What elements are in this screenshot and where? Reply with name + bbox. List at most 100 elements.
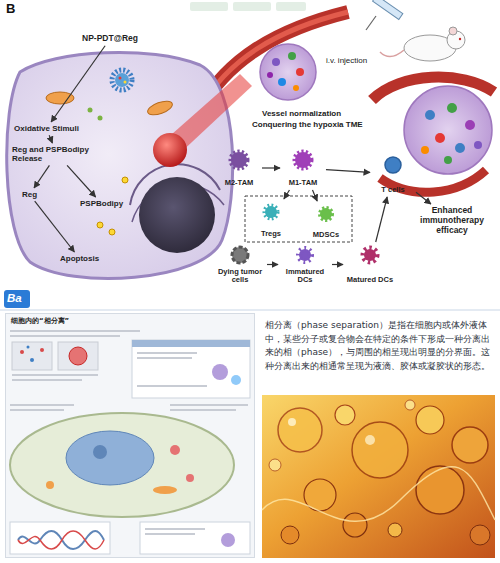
node-text: Matured DCs xyxy=(347,276,393,285)
cell-dot xyxy=(455,143,465,153)
drug-label: Reg xyxy=(22,190,37,199)
text-line xyxy=(12,379,82,381)
arrow-connector xyxy=(35,201,75,252)
droplet-box xyxy=(58,342,98,370)
condensate xyxy=(69,347,87,365)
immature-dc-icon xyxy=(299,249,311,261)
syringe xyxy=(366,0,403,30)
reg-dot xyxy=(88,108,93,113)
text-line xyxy=(170,409,236,411)
organelle xyxy=(153,486,177,494)
m2-tam-icon xyxy=(231,152,247,168)
text-line xyxy=(137,352,197,354)
process-label: Oxidative Stimuli xyxy=(14,124,79,133)
bubble xyxy=(416,406,444,434)
mature-dc-icon xyxy=(364,249,376,261)
node-text: M2-TAM xyxy=(225,179,254,188)
node-text: Tregs xyxy=(261,230,281,239)
arrow-connector xyxy=(312,190,317,201)
node-text: MDSCs xyxy=(313,231,339,240)
outcome-label: Apoptosis xyxy=(60,254,99,263)
process-label: Reg and PSPBodipy Release xyxy=(12,145,102,163)
infographic-panel: 细胞内的“相分离” xyxy=(5,313,255,558)
info-box xyxy=(140,522,250,554)
connectors xyxy=(34,46,431,265)
mouse-eye xyxy=(459,38,461,40)
syringe-barrel xyxy=(373,0,403,19)
cell-node: Matured DCs xyxy=(345,244,395,285)
arrow-connector xyxy=(67,165,96,197)
text-line xyxy=(145,528,205,530)
cell-dot xyxy=(272,58,280,66)
syringe-needle xyxy=(366,16,376,30)
text-line xyxy=(137,357,192,359)
annotation: Conquering the hypoxia TME xyxy=(252,120,363,129)
node-text: Dying tumor cells xyxy=(215,268,265,285)
cell-dot xyxy=(293,85,299,91)
droplet xyxy=(46,481,54,489)
droplet xyxy=(170,445,180,455)
tumor-cells xyxy=(267,52,304,91)
psp-dot xyxy=(97,222,103,228)
node-text: NP-PDT@Reg xyxy=(82,34,138,44)
cell-dot xyxy=(421,146,429,154)
toolbar-button xyxy=(190,2,228,11)
droplet-photo xyxy=(262,395,495,558)
highlight xyxy=(365,435,375,445)
macrophage-node: M1-TAM xyxy=(282,148,324,188)
immune-cell-node: Tregs xyxy=(250,201,292,239)
text-line xyxy=(10,335,120,337)
text-line xyxy=(12,374,98,376)
nucleolus xyxy=(93,445,107,459)
cell-dot xyxy=(435,133,445,143)
node-text: PSPBodipy xyxy=(80,199,123,208)
nucleus xyxy=(139,177,215,253)
paragraph: 相分离（phase separation）是指在细胞内或体外液体中，某些分子或复… xyxy=(265,319,493,373)
cell-dot xyxy=(447,103,457,113)
dashed-box xyxy=(245,196,352,242)
dna-strand xyxy=(18,531,104,549)
laser-spot xyxy=(153,133,187,167)
droplet xyxy=(20,350,24,354)
node-text: Immatured DCs xyxy=(280,268,330,285)
surface-glint xyxy=(262,467,495,522)
toolbar xyxy=(190,2,306,11)
droplet-box xyxy=(12,342,52,370)
bubble xyxy=(269,459,281,471)
mdsc-icon xyxy=(320,208,332,220)
bubble xyxy=(343,513,367,537)
annotation: Vessel normalization xyxy=(262,109,341,118)
tumor xyxy=(404,86,492,174)
bubble xyxy=(405,400,415,410)
tumor-cell xyxy=(7,52,233,278)
arrow-connector xyxy=(34,165,49,188)
cell-dot xyxy=(296,68,304,76)
node-text: Apoptosis xyxy=(60,254,99,263)
arrow-connector xyxy=(416,192,431,204)
annotation: i.v. injection xyxy=(326,56,367,65)
arrow-connector xyxy=(267,264,278,265)
info-box-header xyxy=(132,340,250,347)
bubble xyxy=(452,427,488,463)
infographic-ground xyxy=(5,313,255,558)
dying-cell-icon xyxy=(232,247,248,263)
bubble xyxy=(416,466,464,514)
mitochondrion xyxy=(146,98,174,117)
cell-dot xyxy=(425,110,435,120)
panel-letter: B xyxy=(6,2,15,17)
mitochondrion xyxy=(46,92,74,104)
text-line xyxy=(10,330,140,332)
node-text: 细胞内的“相分离” xyxy=(11,317,249,325)
text-line xyxy=(10,409,64,411)
info-box xyxy=(10,522,110,554)
macrophage-node: M2-TAM xyxy=(218,148,260,188)
node-text: T cells xyxy=(381,186,404,195)
protein-blob xyxy=(231,375,241,385)
reg-dot xyxy=(98,116,103,121)
separator xyxy=(0,310,500,311)
text-line xyxy=(137,385,207,387)
cell-dot xyxy=(278,78,286,86)
